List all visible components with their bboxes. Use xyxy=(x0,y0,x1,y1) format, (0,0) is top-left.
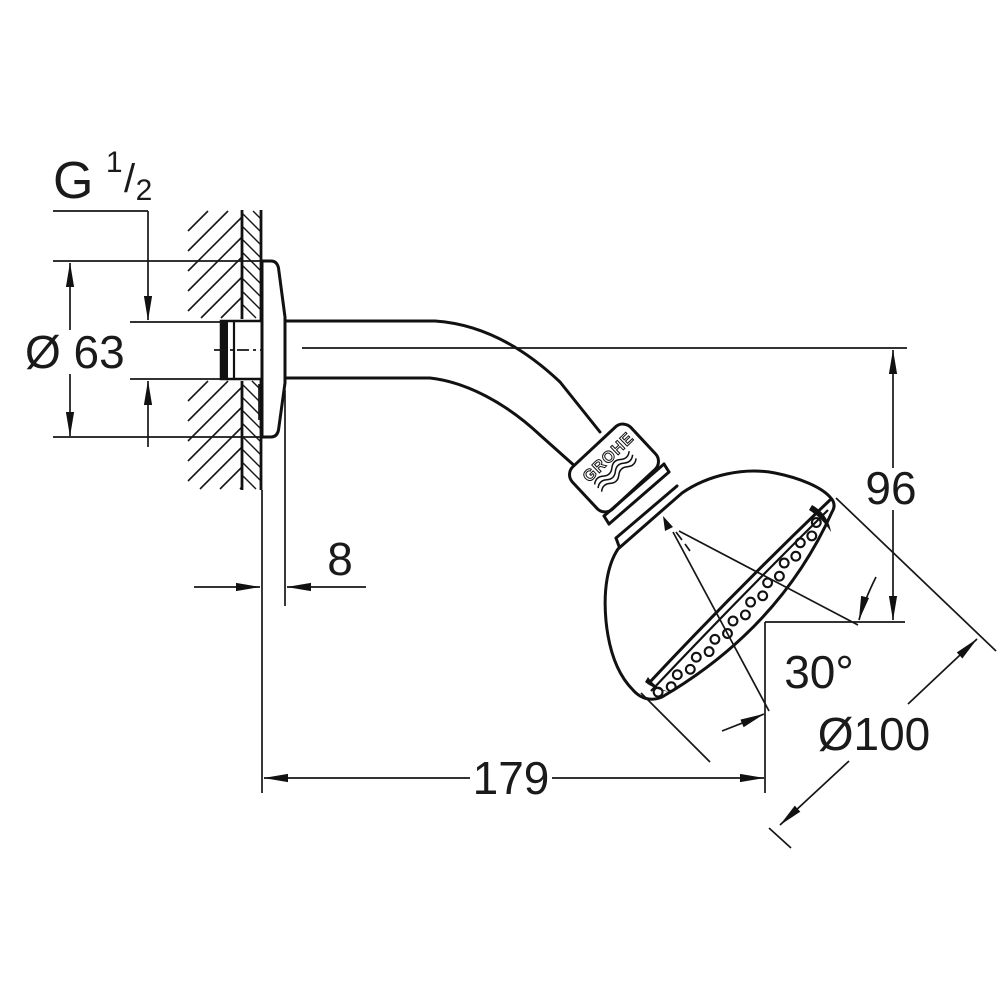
logo-block-body xyxy=(568,422,660,514)
spray-nozzles xyxy=(652,517,822,698)
pivot-point-marker xyxy=(663,516,691,552)
flange-diameter-label: Ø 63 xyxy=(25,326,125,378)
arm-length-label: 179 xyxy=(473,752,550,804)
escutcheon-plate xyxy=(260,259,287,439)
wall-hatching xyxy=(187,210,243,490)
face-highlight-lower xyxy=(645,677,670,692)
angle-ray-upper xyxy=(678,530,859,626)
thread-g: G xyxy=(53,152,93,210)
thread-slash: / xyxy=(124,157,136,201)
spray-face-edge xyxy=(647,498,832,685)
head-dia-ext-lower-stub xyxy=(768,827,792,849)
spray-face-rim xyxy=(650,509,829,692)
head-drop-label: 96 xyxy=(865,462,916,514)
thread-denominator: 2 xyxy=(136,174,153,207)
ball-joint-collar xyxy=(602,462,679,551)
arm-bottom-edge xyxy=(283,376,579,470)
arm-top-edge xyxy=(283,319,602,434)
dimension-head-drop xyxy=(765,349,905,623)
wall-offset-label: 8 xyxy=(327,533,353,585)
shower-arm xyxy=(283,319,602,470)
threaded-union xyxy=(214,319,266,381)
swivel-angle-label: 30° xyxy=(784,646,854,698)
dimension-flange-offset xyxy=(194,390,366,606)
angle-ray-lower xyxy=(672,531,770,712)
head-dia-ext-upper xyxy=(835,497,997,652)
face-highlight-upper xyxy=(809,505,831,532)
wall-tile-hatching xyxy=(242,210,262,490)
head-diameter-label: Ø100 xyxy=(818,708,931,760)
head-dia-arrow-upper xyxy=(907,638,978,705)
head-dia-arrow-lower xyxy=(779,760,850,826)
shower-head xyxy=(603,469,836,701)
dimension-labels: G 1 / 2 Ø 63 8 179 96 30° Ø100 xyxy=(25,146,930,804)
thread-size-label: G 1 / 2 xyxy=(53,146,152,210)
grohe-logo-waves-icon xyxy=(593,451,637,492)
arm-logo-block: GROHE xyxy=(568,422,660,514)
angle-arc-arrow-lower xyxy=(721,713,765,732)
head-dia-ext-lower xyxy=(640,692,711,763)
thread-numerator: 1 xyxy=(106,146,123,179)
angle-arc-arrow-upper xyxy=(858,576,877,621)
head-silhouette xyxy=(603,469,836,701)
dimension-head-diameter xyxy=(640,497,997,849)
dimension-flange-diameter xyxy=(53,260,261,438)
dimension-swivel-angle xyxy=(663,516,877,793)
dimension-thread xyxy=(53,210,221,447)
dimension-annotations xyxy=(53,210,997,849)
